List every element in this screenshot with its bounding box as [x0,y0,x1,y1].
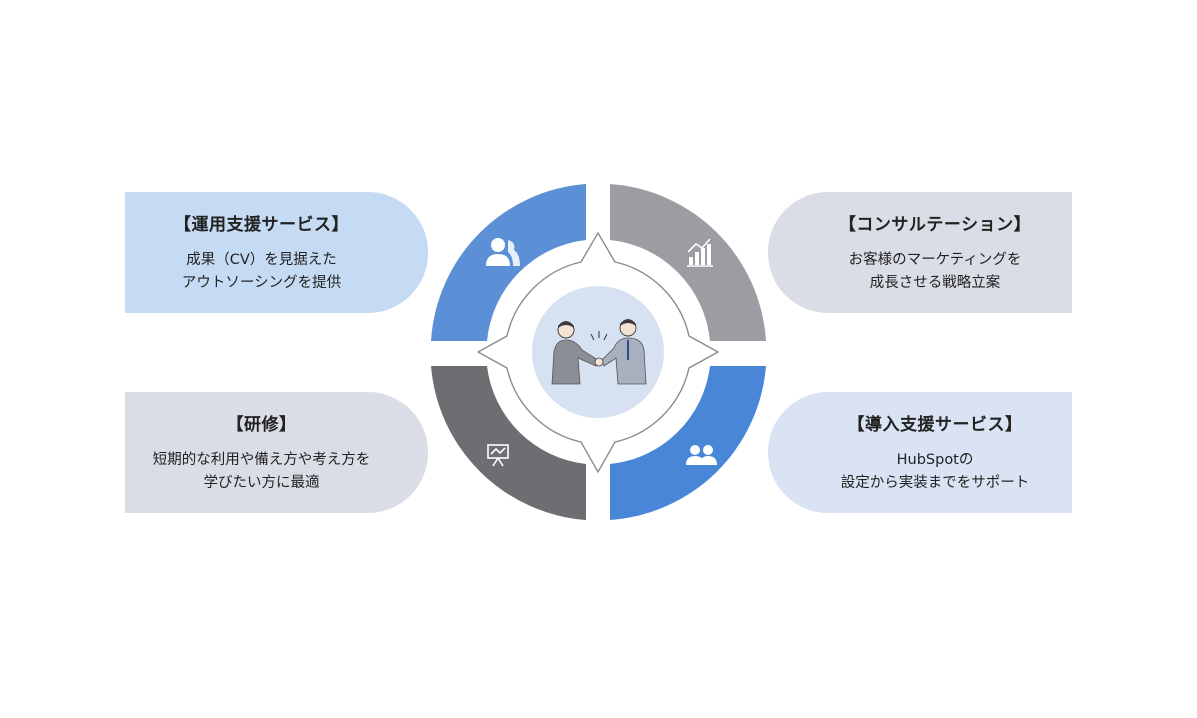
card-description: HubSpotの 設定から実装までをサポート [840,452,1030,491]
card-operation-support: 【運用支援サービス】 成果（CV）を見据えた アウトソーシングを提供 [125,192,428,313]
card-description: お客様のマーケティングを 成長させる戦略立案 [848,252,1022,291]
card-description: 短期的な利用や備え方や考え方を 学びたい方に最適 [152,452,371,491]
card-training: 【研修】 短期的な利用や備え方や考え方を 学びたい方に最適 [125,392,428,513]
card-title: 【導入支援サービス】 [847,415,1023,435]
card-title: 【研修】 [226,415,297,435]
users-icon [686,445,717,465]
card-title: 【運用支援サービス】 [174,215,349,235]
card-title: 【コンサルテーション】 [838,215,1032,235]
user-icon [486,238,520,266]
card-consulting: 【コンサルテーション】 お客様のマーケティングを 成長させる戦略立案 [768,192,1072,313]
center-circle [532,286,664,418]
segment-bottom-right [610,366,766,520]
segment-top-right [610,184,766,341]
chart-icon [687,238,713,267]
presentation-icon [487,444,509,467]
handshake-illustration [551,319,647,385]
card-implementation-support: 【導入支援サービス】 HubSpotの 設定から実装までをサポート [768,392,1072,513]
card-description: 成果（CV）を見据えた アウトソーシングを提供 [181,252,342,291]
segment-bottom-left [431,366,586,520]
